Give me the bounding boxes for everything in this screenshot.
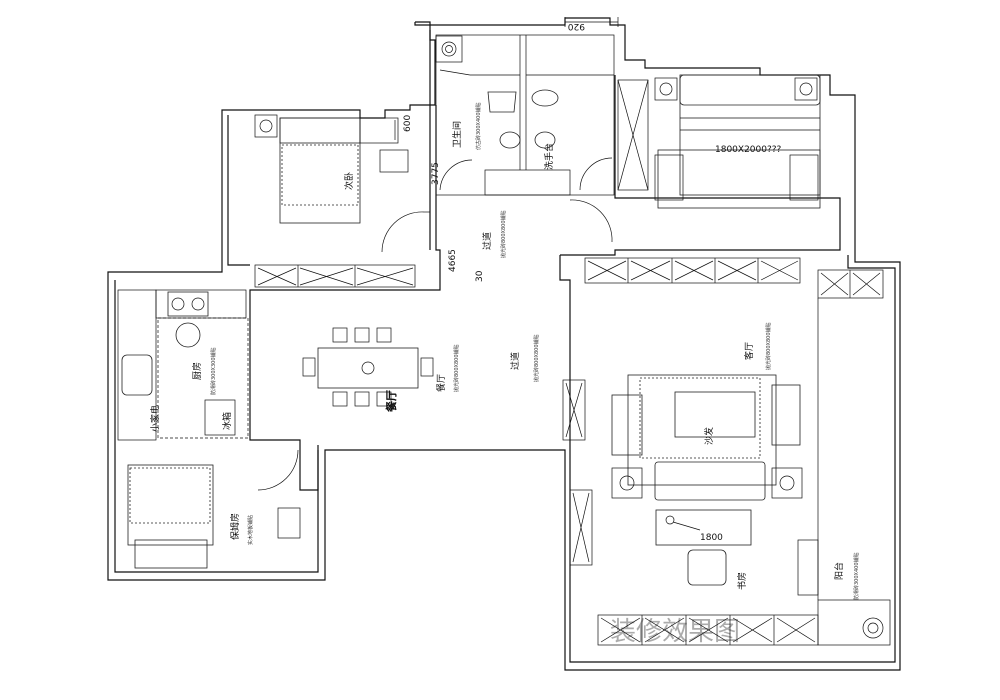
label-dining-small: 餐厅 <box>435 374 447 392</box>
note-kitchen: 防滑砖300X300铺贴 <box>210 347 217 395</box>
upper-corridor: 过道 抛光砖800X800铺贴 4665 30 <box>448 199 613 282</box>
label-sofa-marker: 沙发 <box>703 427 715 445</box>
dining-area: 餐厅 餐厅 抛光砖800X800铺贴 <box>302 327 460 413</box>
dining-cabinets <box>254 264 416 288</box>
kitchen: 厨房 防滑砖300X300铺贴 小家电 冰箱 <box>117 289 249 441</box>
babysitter-room: 保姆房 实木地板铺贴 <box>127 449 301 569</box>
note-corridor-main: 抛光砖800X800铺贴 <box>533 334 540 382</box>
dim-30-text: 30 <box>475 270 485 282</box>
master-bedroom: 1800X2000??? <box>617 74 821 209</box>
study: 1800 书房 <box>655 509 819 596</box>
label-living-room: 客厅 <box>743 342 755 360</box>
label-kitchen: 厨房 <box>191 362 203 380</box>
label-balcony: 阳台 <box>833 562 845 580</box>
bathroom: 卫生间 洗手台 仿古砖300X400铺贴 <box>435 34 615 196</box>
note-corridor-upper: 抛光砖800X800铺贴 <box>500 210 507 258</box>
dim-600-text: 600 <box>403 115 413 132</box>
label-dining-main: 餐厅 <box>384 390 398 413</box>
label-corridor-main: 过道 <box>509 352 521 370</box>
label-bed-size: 1800X2000??? <box>715 145 782 155</box>
note-balcony: 防滑砖300X400铺贴 <box>853 552 860 600</box>
dim-920: 920 <box>564 17 619 31</box>
label-corridor-upper: 过道 <box>481 232 493 250</box>
label-second-bedroom: 次卧 <box>343 172 355 190</box>
label-small-appliance: 小家电 <box>149 405 161 432</box>
label-bathroom: 卫生间 <box>451 121 463 148</box>
second-bedroom: 次卧 600 3775 <box>254 115 441 253</box>
living-room: 沙发 客厅 抛光砖800X800铺贴 <box>562 257 884 566</box>
bottom-cabinets <box>597 614 819 646</box>
dim-4665-text: 4665 <box>448 249 458 272</box>
note-living: 抛光砖800X800铺贴 <box>765 322 772 370</box>
label-wash-basin: 洗手台 <box>543 143 555 170</box>
dim-920-text: 920 <box>568 21 585 31</box>
dim-3775-text: 3775 <box>431 162 441 185</box>
label-study: 书房 <box>736 572 748 590</box>
exterior-walls <box>107 17 901 671</box>
label-fridge: 冰箱 <box>221 412 233 430</box>
note-small: 实木地板铺贴 <box>247 515 254 545</box>
main-corridor: 过道 抛光砖800X800铺贴 <box>509 334 540 382</box>
label-babysitter-room: 保姆房 <box>229 513 241 540</box>
balcony: 阳台 防滑砖300X400铺贴 <box>817 298 891 646</box>
note-bath: 仿古砖300X400铺贴 <box>475 102 482 150</box>
dim-1800-text: 1800 <box>700 533 723 543</box>
note-dining: 抛光砖800X800铺贴 <box>453 344 460 392</box>
watermark-text: 装修效果图 <box>610 617 740 647</box>
